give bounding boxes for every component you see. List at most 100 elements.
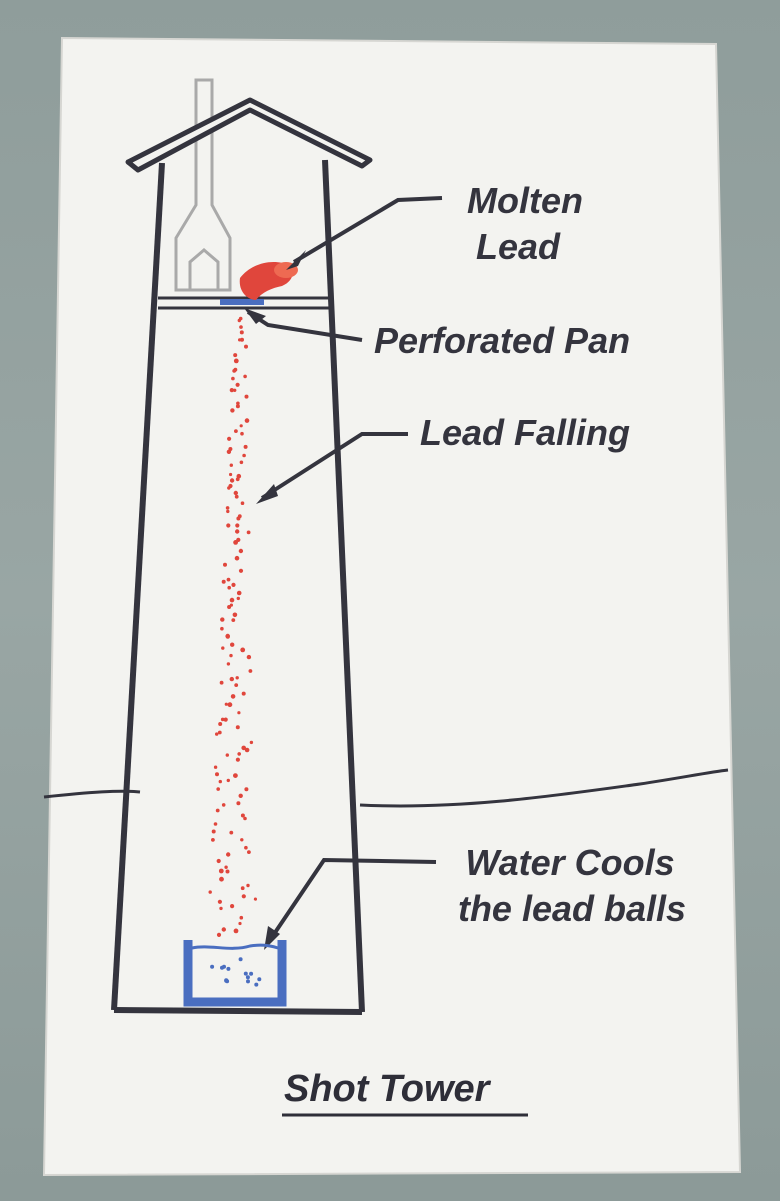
lead-falling-label: Lead Falling xyxy=(420,412,631,453)
lead-drop xyxy=(211,838,215,842)
lead-drop xyxy=(237,711,241,715)
lead-drop xyxy=(244,394,249,399)
lead-drop xyxy=(224,865,228,869)
water-cools-label: Water Cools the lead balls xyxy=(432,840,712,932)
lead-drop xyxy=(221,646,225,650)
lead-drop xyxy=(230,642,235,647)
lead-drop xyxy=(232,369,237,373)
molten-lead-line1: Molten xyxy=(467,180,583,221)
lead-ball xyxy=(245,975,250,980)
lead-drop xyxy=(234,555,240,561)
lead-drop xyxy=(233,540,239,545)
lead-drop xyxy=(235,477,240,482)
lead-drop xyxy=(235,529,240,534)
lead-drop xyxy=(243,374,247,379)
lead-drop xyxy=(248,669,253,673)
lead-drop xyxy=(235,404,240,409)
lead-drop xyxy=(221,927,226,932)
lead-drop xyxy=(216,787,220,791)
lead-drop xyxy=(226,523,231,528)
lead-drop xyxy=(217,730,222,735)
lead-ball xyxy=(249,971,254,976)
lead-drop xyxy=(227,585,231,590)
lead-drop xyxy=(229,830,234,835)
lead-drop xyxy=(233,353,238,358)
lead-drop xyxy=(246,883,250,888)
lead-drop xyxy=(211,829,216,834)
lead-drop xyxy=(225,633,230,639)
perforated-pan-label: Perforated Pan xyxy=(374,320,631,361)
lead-drop xyxy=(226,662,231,666)
lead-drop xyxy=(240,838,244,842)
lead-drop xyxy=(240,813,245,818)
lead-drop xyxy=(233,490,238,496)
lead-drop xyxy=(244,787,249,792)
lead-drop xyxy=(231,376,235,381)
lead-drop xyxy=(244,845,248,850)
lead-drop xyxy=(235,523,240,528)
lead-drop xyxy=(227,486,231,490)
lead-drop xyxy=(221,803,226,807)
lead-drop xyxy=(218,779,222,784)
lead-drop xyxy=(219,876,224,882)
lead-drop xyxy=(234,494,239,499)
lead-drop xyxy=(224,702,228,706)
lead-ball xyxy=(238,957,243,962)
water-cools-line1: Water Cools xyxy=(465,842,675,883)
lead-drop xyxy=(240,647,246,653)
water-tank xyxy=(183,940,287,1007)
lead-drop xyxy=(236,516,241,521)
lead-ball xyxy=(210,964,215,969)
lead-drop xyxy=(229,597,235,603)
lead-drop xyxy=(218,868,224,874)
lead-drop xyxy=(239,424,243,428)
lead-drop xyxy=(239,330,244,335)
lead-drop xyxy=(227,702,233,708)
falling-lead-drops xyxy=(208,316,257,938)
lead-drop xyxy=(226,449,232,454)
lead-drop xyxy=(236,596,240,601)
lead-drop xyxy=(226,852,231,857)
lead-drop xyxy=(225,506,230,510)
tower-roof xyxy=(125,97,373,173)
lead-drop xyxy=(243,816,247,821)
lead-drop xyxy=(236,590,242,596)
lead-drop xyxy=(220,626,224,631)
lead-drop xyxy=(227,436,232,441)
lead-drop xyxy=(235,725,240,730)
lead-drop xyxy=(241,745,246,751)
lead-drop xyxy=(239,915,244,920)
tower-left-wall xyxy=(111,162,165,1011)
perforated-pan xyxy=(220,299,264,305)
lead-drop xyxy=(237,752,241,756)
lead-drop xyxy=(218,722,223,726)
lead-balls-in-water xyxy=(210,957,262,987)
lead-drop xyxy=(226,577,231,582)
lead-drop xyxy=(216,932,222,938)
lead-ball xyxy=(243,971,248,976)
lead-drop xyxy=(240,431,244,436)
lead-drop xyxy=(219,680,224,685)
water-cools-line2: the lead balls xyxy=(457,888,687,929)
lead-drop xyxy=(217,899,222,904)
lead-drop xyxy=(225,869,230,874)
lead-drop xyxy=(233,928,239,934)
lead-drop xyxy=(229,388,234,393)
lead-ball xyxy=(226,966,231,971)
lead-drop xyxy=(240,337,244,342)
lead-drop xyxy=(223,717,228,722)
lead-drop xyxy=(215,808,220,813)
lead-drop xyxy=(238,793,243,798)
lead-drop xyxy=(229,603,233,607)
tower-right-wall xyxy=(322,159,365,1013)
ground-line xyxy=(43,789,141,799)
sign-panel xyxy=(42,36,742,1177)
molten-lead-line2: Lead xyxy=(476,226,561,267)
lead-drop xyxy=(226,509,230,514)
lead-drop xyxy=(233,358,239,364)
lead-drop xyxy=(238,338,242,342)
lead-drop xyxy=(215,772,219,777)
diagram-title: Shot Tower xyxy=(284,1068,490,1110)
ground-line-right xyxy=(359,768,729,808)
